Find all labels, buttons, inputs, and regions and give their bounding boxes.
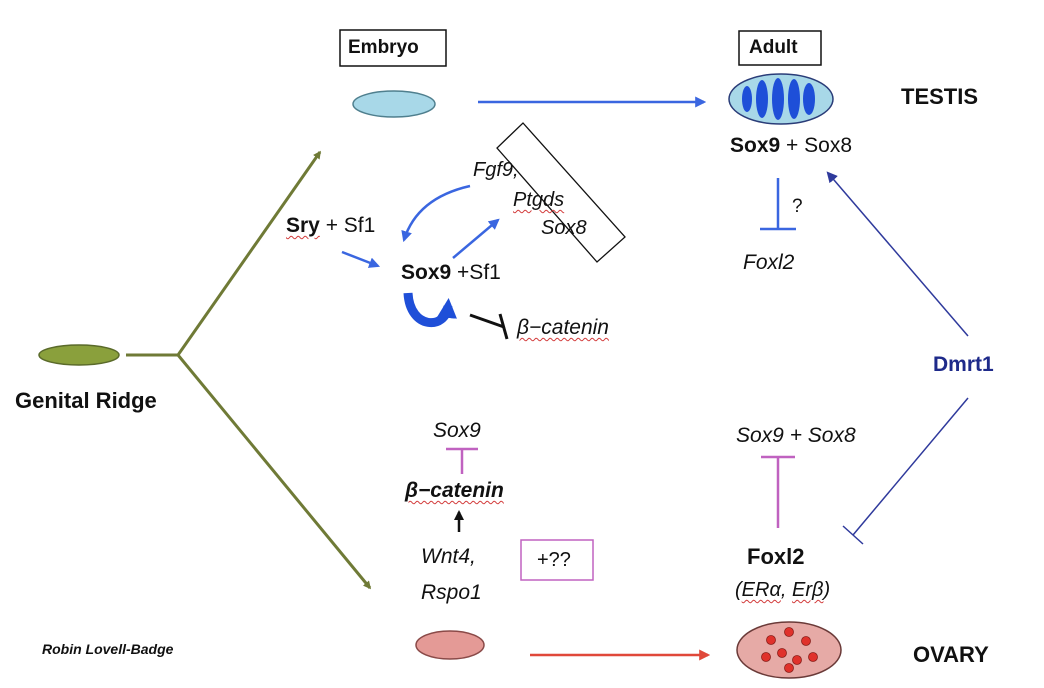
sf1-label: + Sf1 <box>325 214 376 237</box>
sox9-ovary-label: Sox9 <box>433 419 481 442</box>
sry-to-sox9-arrow <box>341 250 381 268</box>
embryo-box <box>339 29 447 67</box>
er-close-paren: ) <box>823 579 831 601</box>
fgf9-label: Fgf9, <box>473 159 519 181</box>
adult-testis-genes: Sox9 + Sox8 <box>730 135 852 156</box>
er-open-paren: ( <box>735 579 742 601</box>
er-separator: , <box>780 579 792 601</box>
foxl2-adult-label: Foxl2 <box>743 251 795 274</box>
unknown-factors-label: +?? <box>537 549 571 571</box>
sox8-adult-label: + Sox8 <box>786 134 853 157</box>
er-alpha-label: ERα <box>741 579 781 601</box>
genital-ridge-icon <box>38 344 120 366</box>
sf1-embryo-label: +Sf1 <box>457 261 501 284</box>
adult-box <box>738 30 822 66</box>
ovary-label: OVARY <box>913 642 989 667</box>
sox9-to-fgf9-arrow <box>452 218 500 259</box>
adult-testis-icon <box>728 73 834 125</box>
beta-catenin-ovary-label: β−catenin <box>405 479 504 502</box>
sry-label: Sry <box>286 214 320 237</box>
testis-label: TESTIS <box>901 84 979 109</box>
sry-sf1-group: Sry + Sf1 <box>286 215 375 236</box>
embryo-label: Embryo <box>348 37 419 58</box>
embryo-testis-icon <box>352 90 436 118</box>
beta-catenin-inhibits-sox9 <box>446 447 478 474</box>
dmrt1-to-sox9-arrow <box>826 171 969 337</box>
genital-ridge-label: Genital Ridge <box>15 388 157 413</box>
sox9-adult-label: Sox9 <box>730 134 781 157</box>
embryo-ovary-icon <box>415 630 485 660</box>
adult-ovary-icon <box>736 621 842 679</box>
dmrt1-label: Dmrt1 <box>933 353 994 376</box>
fgf9-feedback-arrow <box>401 184 471 243</box>
sox9-sf1-group: Sox9 +Sf1 <box>401 262 501 283</box>
question-mark: ? <box>792 196 803 217</box>
author-credit: Robin Lovell-Badge <box>42 641 174 657</box>
fgf9-ptgds-sox8-box <box>496 122 626 263</box>
estrogen-receptors-label: (ERα, Erβ) <box>735 580 830 600</box>
sox9-sox8-ovary-label: Sox9 + Sox8 <box>736 424 856 447</box>
beta-catenin-testis-label: β−catenin <box>517 316 609 339</box>
unknown-factors-box <box>520 539 594 581</box>
foxl2-inhibits-sox9-sox8 <box>761 455 795 528</box>
wnt4-label: Wnt4, <box>421 545 476 568</box>
adult-label: Adult <box>749 37 798 58</box>
sox9-inhibits-foxl2-adult <box>760 178 796 231</box>
sox9-autoregulation-arrow <box>403 292 457 327</box>
genital-ridge-branch-arrows <box>126 150 372 590</box>
foxl2-ovary-label: Foxl2 <box>747 544 805 569</box>
er-beta-label: Erβ <box>792 579 824 601</box>
sox9-inhibits-beta-catenin <box>469 313 509 340</box>
ptgds-label: Ptgds <box>513 189 565 211</box>
dmrt1-inhibits-foxl2 <box>842 397 969 545</box>
sox8-box-label: Sox8 <box>541 217 587 239</box>
rspo1-label: Rspo1 <box>421 581 482 604</box>
sox9-embryo-label: Sox9 <box>401 261 452 284</box>
